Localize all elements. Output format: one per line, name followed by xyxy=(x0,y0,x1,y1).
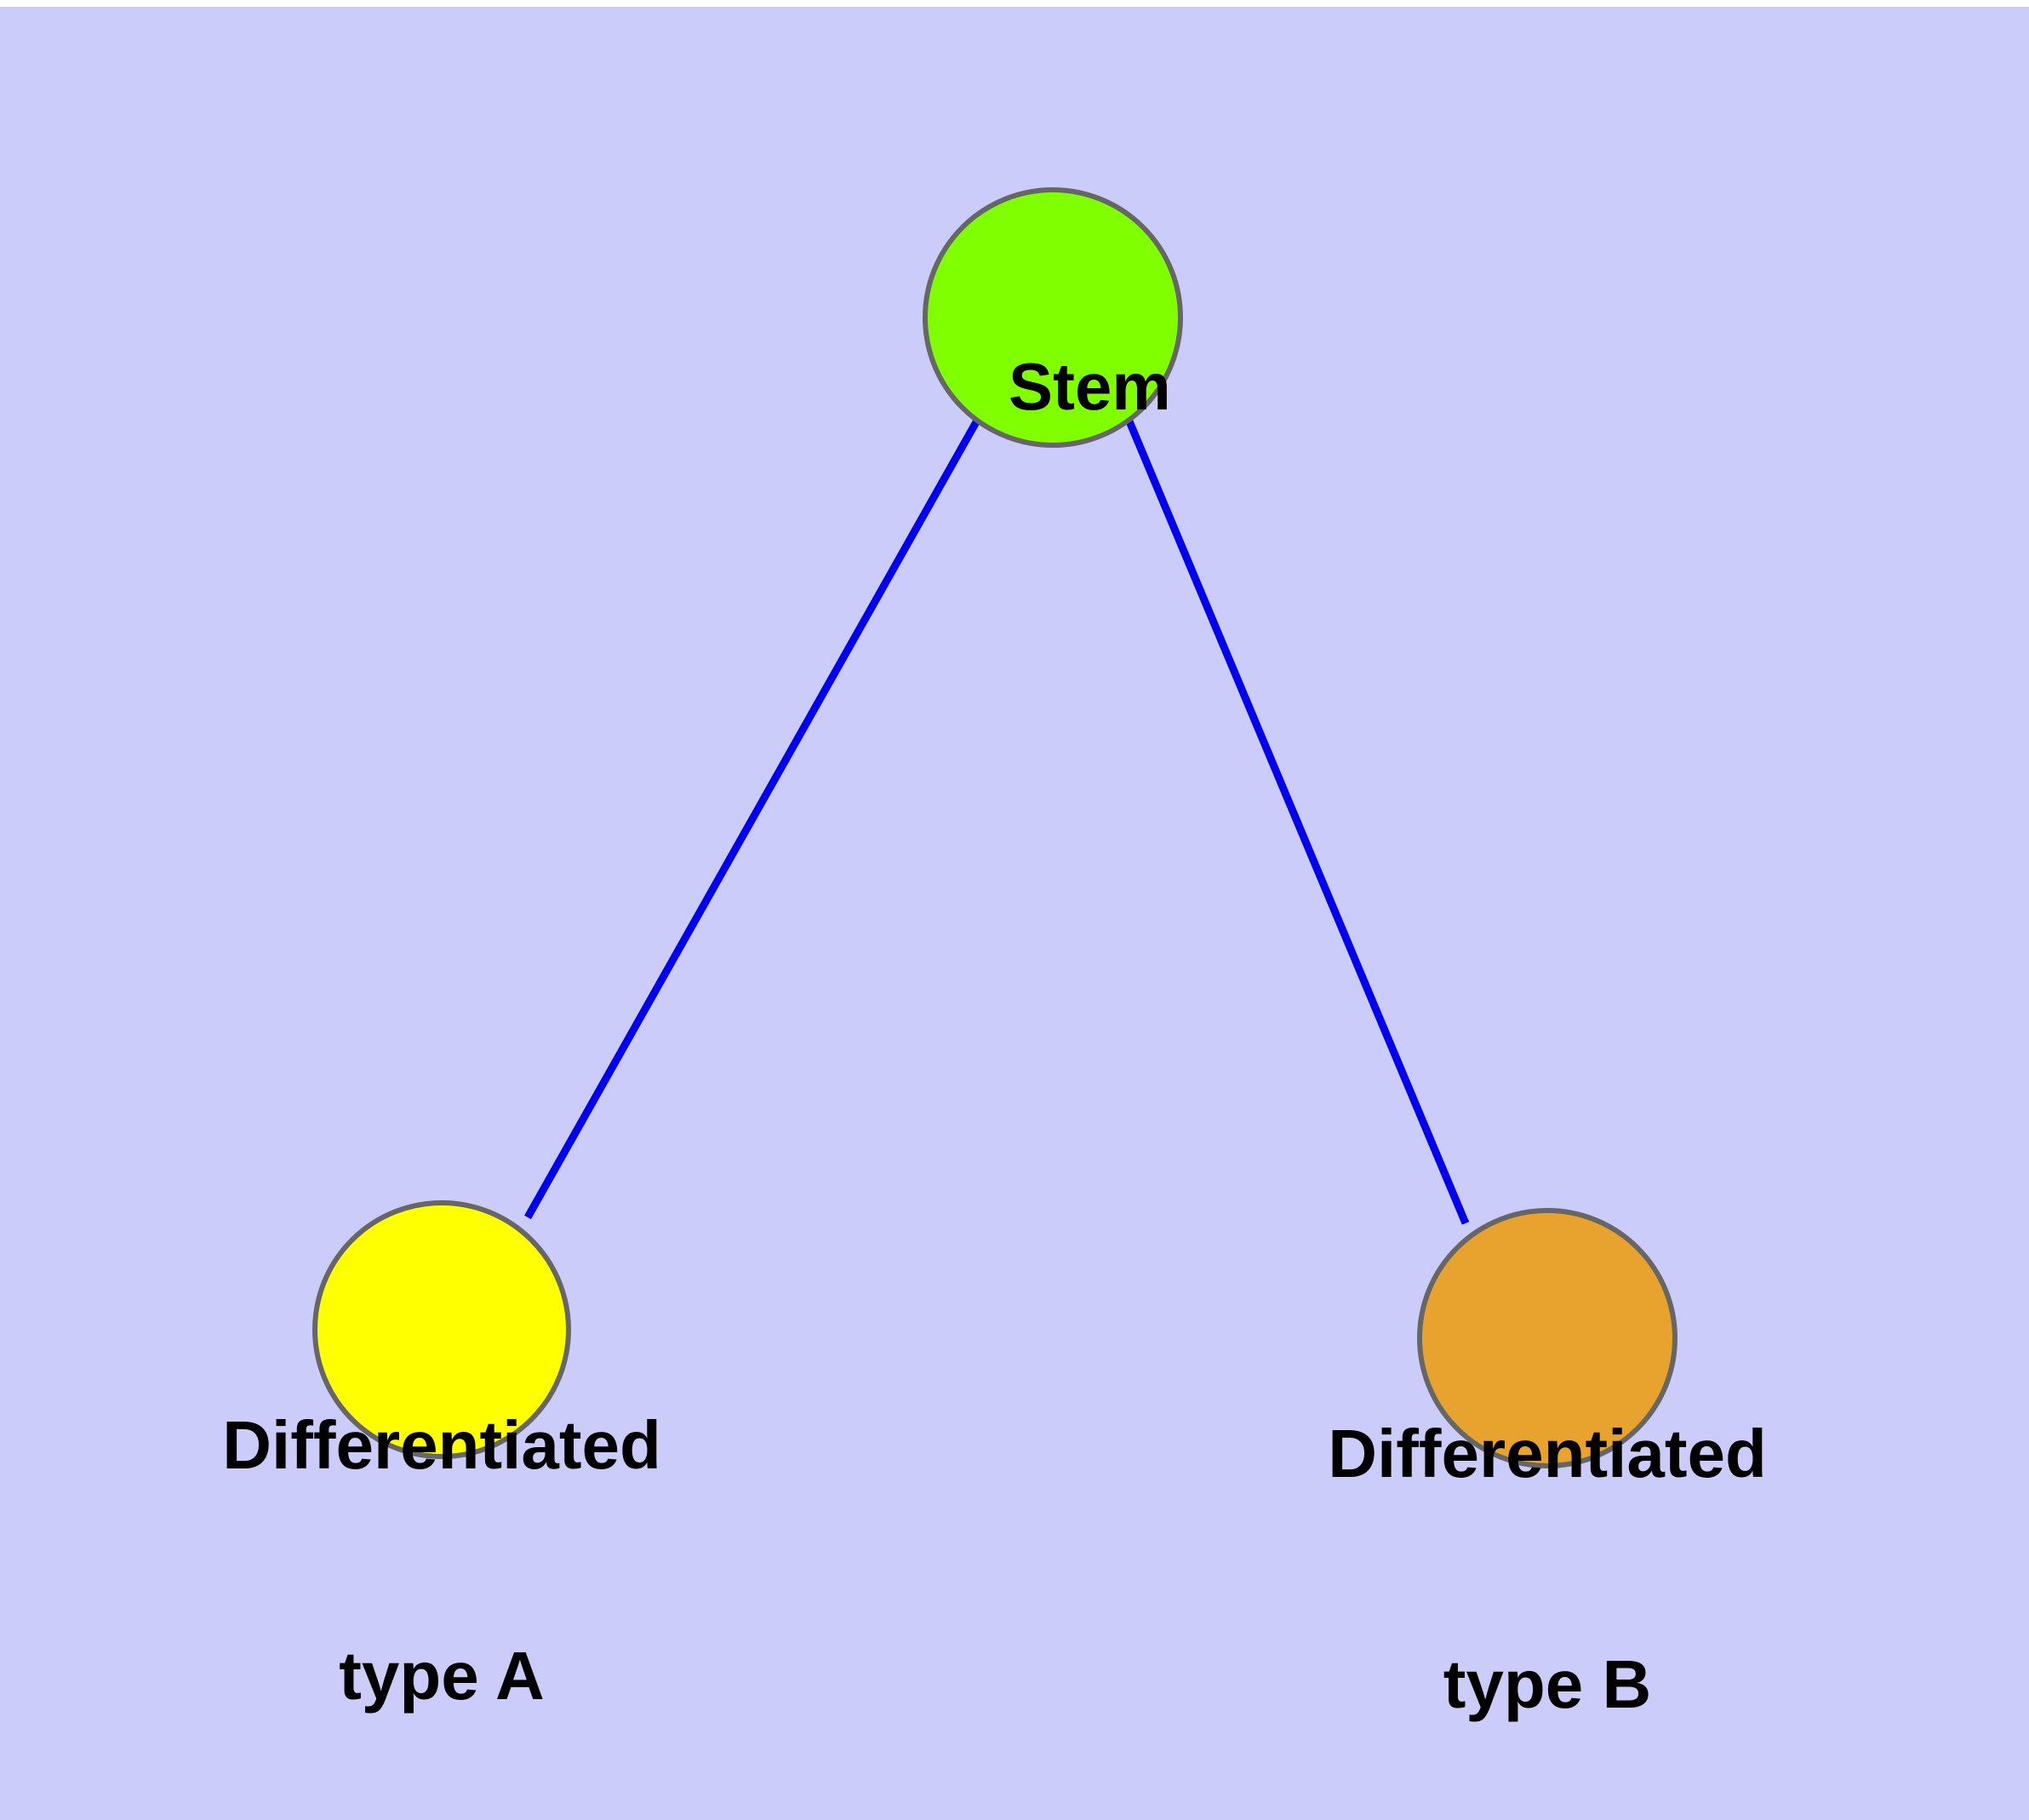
edge-stem-to-type-a xyxy=(524,418,980,1220)
edge-stem-to-type-b xyxy=(1125,420,1470,1225)
node-layer xyxy=(312,187,1677,1468)
edge-layer xyxy=(524,418,1470,1225)
node-differentiated-type-b[interactable] xyxy=(1417,1208,1677,1468)
node-stem[interactable] xyxy=(923,187,1183,448)
node-differentiated-type-a[interactable] xyxy=(312,1200,571,1459)
